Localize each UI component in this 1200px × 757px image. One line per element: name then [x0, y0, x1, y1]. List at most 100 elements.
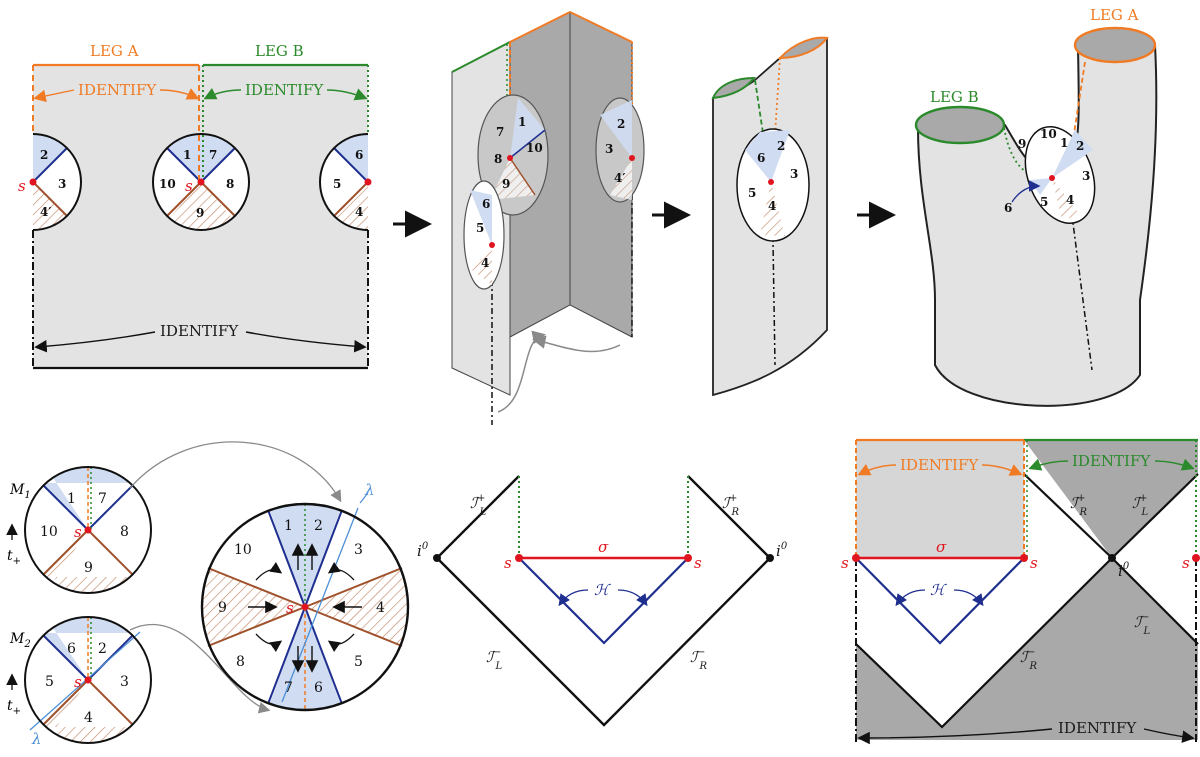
leg-a-opening [1073, 26, 1157, 64]
region-7: 7 [496, 125, 504, 139]
region-1: 1 [183, 148, 191, 162]
svg-text:M2: M2 [9, 631, 31, 650]
leg-b-opening [914, 105, 1006, 145]
leg-b-label: LEG B [255, 42, 304, 60]
scri-minus-R-label: ℐ−R [1020, 647, 1037, 672]
region-10: 10 [1040, 127, 1057, 141]
region-6: 6 [67, 641, 76, 657]
sigma-label: σ [598, 538, 609, 556]
identify-b-label: IDENTIFY [1072, 452, 1151, 470]
leg-a-label: LEG A [1090, 6, 1139, 24]
region-4: 4 [768, 199, 776, 213]
region-3: 3 [354, 542, 363, 558]
identify-a-label: IDENTIFY [78, 81, 157, 99]
region-7: 7 [284, 680, 293, 696]
cut-disc-left-folded: 6 5 4 [463, 180, 505, 290]
scri-minus-L-label: ℐ−L [1134, 612, 1150, 637]
horizon-label: ℋ [930, 581, 947, 599]
region-4: 4 [1066, 193, 1074, 207]
region-1: 1 [1060, 136, 1068, 150]
region-4: 4 [355, 205, 363, 219]
flat-sheet-panel: LEG A LEG B IDENTIFY IDENTIFY IDENTIFY 1… [18, 42, 372, 370]
s-point-label: s [185, 177, 193, 195]
s-point-label: s [18, 177, 26, 195]
region-1: 1 [67, 491, 76, 507]
pants-surface-panel: 10 9 1 2 3 4 5 6 LEG A LEG B [914, 6, 1158, 407]
scri-plus-L-label: ℐ+L [1132, 493, 1148, 518]
sigma-label: σ [936, 538, 947, 556]
s-point-label: s [1030, 554, 1038, 572]
lambda-label: λ [364, 481, 375, 499]
region-9: 9 [502, 177, 510, 191]
disc-m2: 6 2 5 3 4 s λ [24, 616, 152, 748]
region-5: 5 [354, 654, 363, 670]
i0-label-right: i0 [776, 541, 788, 560]
region-10: 10 [234, 542, 252, 558]
lambda-label: λ [31, 730, 42, 748]
region-5: 5 [1040, 195, 1048, 209]
small-discs-panel: 1 7 10 8 9 s M1 t+ [6, 441, 342, 748]
region-7: 7 [98, 491, 107, 507]
region-6: 6 [314, 680, 323, 696]
region-3: 3 [120, 674, 129, 690]
region-3: 3 [58, 177, 66, 191]
region-2: 2 [777, 139, 785, 153]
disc-m1: 1 7 10 8 9 s [24, 466, 152, 594]
region-1: 1 [284, 518, 293, 534]
region-8: 8 [120, 524, 129, 540]
region-10: 10 [526, 141, 543, 155]
region-8: 8 [226, 177, 234, 191]
causal-diagram-center: s s σ ℋ i0 i0 ℐ+L ℐ+R ℐ−L ℐ−R [417, 475, 788, 727]
region-7: 7 [209, 148, 217, 162]
region-2: 2 [314, 518, 323, 534]
cut-disc-pants: 10 9 1 2 3 4 5 6 [1004, 126, 1096, 224]
scri-plus-L-label: ℐ+L [470, 493, 486, 518]
region-8: 8 [494, 152, 502, 166]
region-2: 2 [40, 148, 48, 162]
region-6: 6 [757, 151, 765, 165]
region-5: 5 [45, 674, 54, 690]
s-point-label: s [1182, 554, 1190, 572]
cut-disc-right [319, 133, 368, 231]
stage-arrows [393, 201, 896, 238]
region-5: 5 [333, 177, 341, 191]
svg-text:t+: t+ [7, 698, 21, 717]
region-4: 4 [84, 710, 93, 726]
s-point-label: s [74, 673, 82, 691]
rolled-sheet-panel: 6 2 5 3 4 [711, 36, 829, 397]
identify-b-label: IDENTIFY [245, 81, 324, 99]
identify-bottom-label: IDENTIFY [1058, 719, 1137, 737]
region-5: 5 [748, 186, 756, 200]
region-1: 1 [518, 115, 526, 129]
scri-minus-R-label: ℐ−R [690, 647, 707, 672]
s-point-label: s [74, 523, 82, 541]
scri-plus-R-label: ℐ+R [722, 493, 739, 518]
region-4-prime: 4′ [40, 205, 52, 219]
region-9: 9 [218, 600, 227, 616]
i0-label-left: i0 [417, 541, 429, 560]
region-9: 9 [196, 206, 204, 220]
cut-disc-rolled: 6 2 5 3 4 [736, 128, 810, 242]
region-4: 4 [481, 256, 489, 270]
causal-diagram-identified: s s s σ ℋ i0 ℐ+R ℐ+L ℐ−L ℐ−R IDENTIFY ID… [841, 438, 1200, 745]
glued-disc: s λ 1 2 3 4 5 6 7 8 9 10 [200, 481, 410, 712]
s-point-label: s [841, 554, 849, 572]
leg-b-label: LEG B [930, 88, 979, 106]
s-point-label: s [504, 554, 512, 572]
horizon-label: ℋ [594, 581, 611, 599]
svg-text:t+: t+ [7, 548, 21, 567]
folded-sheet-panel: 1 7 10 8 9 2 3 4′ 6 5 4 [451, 11, 645, 425]
identify-a-label: IDENTIFY [900, 456, 979, 474]
svg-text:M1: M1 [9, 482, 31, 501]
scri-plus-R-label: ℐ+R [1070, 493, 1087, 518]
identify-bottom-label: IDENTIFY [160, 322, 239, 340]
region-6: 6 [355, 148, 363, 162]
region-5: 5 [476, 221, 484, 235]
region-10: 10 [40, 524, 58, 540]
region-8: 8 [236, 654, 245, 670]
region-3: 3 [1082, 169, 1090, 183]
region-6: 6 [482, 197, 490, 211]
region-4: 4 [376, 600, 385, 616]
cut-disc-left [33, 133, 82, 231]
